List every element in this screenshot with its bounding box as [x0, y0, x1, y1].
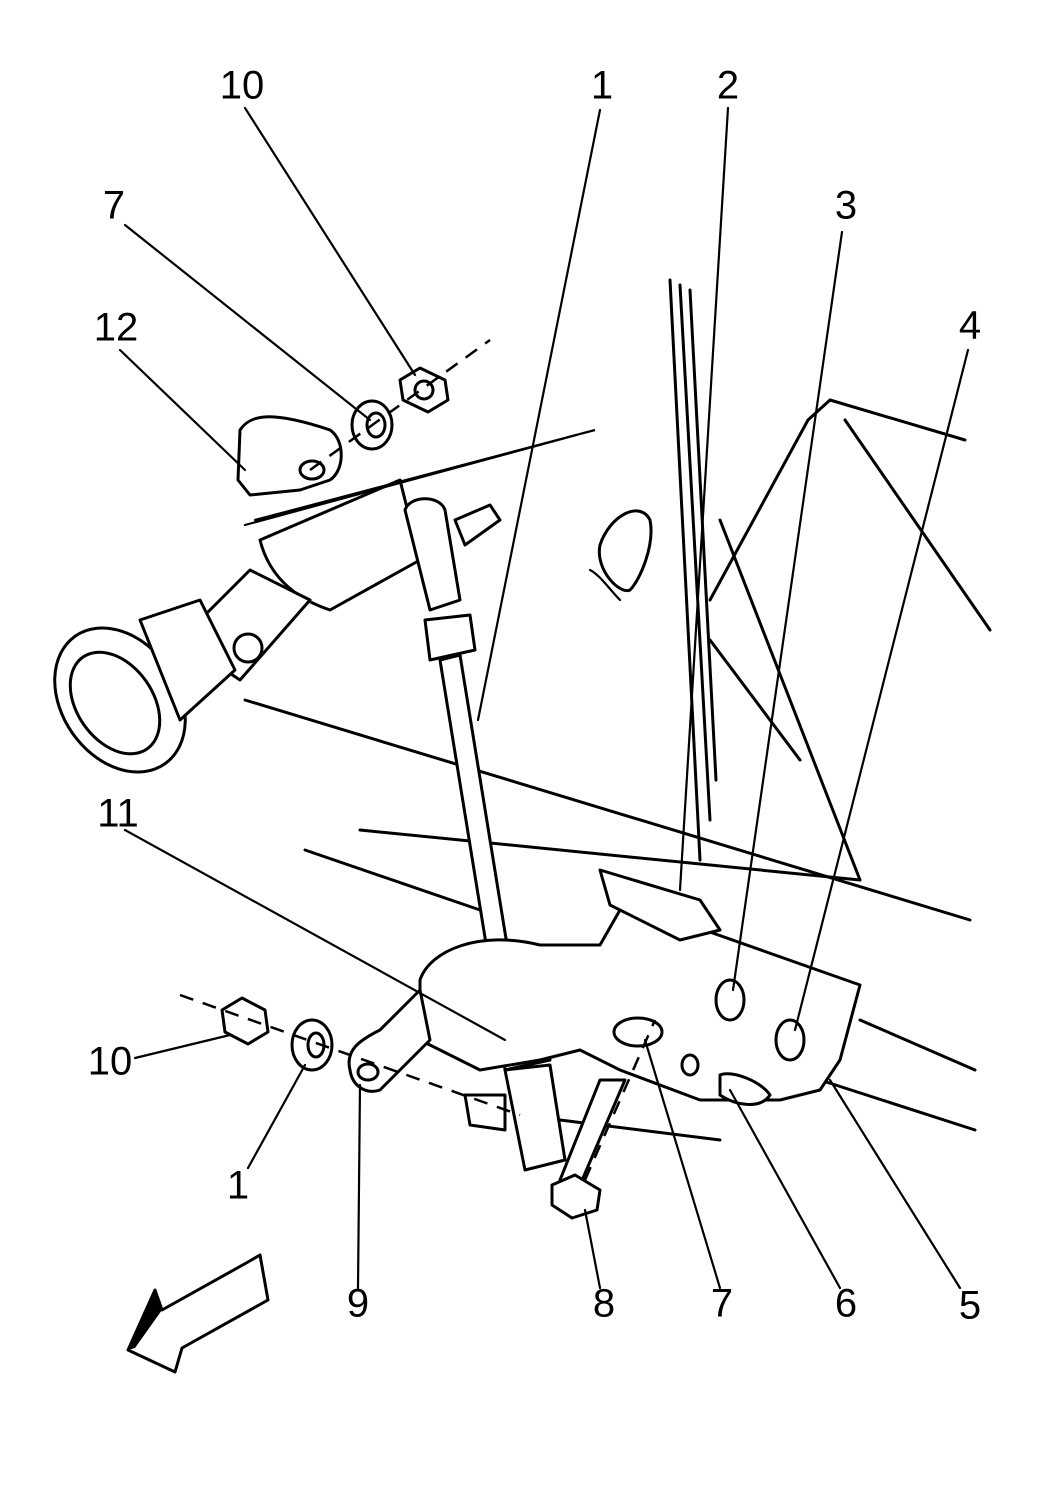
callout-1-bottom: 1: [227, 1164, 249, 1208]
callout-8: 8: [593, 1282, 615, 1326]
callout-3: 3: [835, 184, 857, 228]
callout-labels: 1 2 3 4 5 6 7 8 9 1 10 11 12 7 10: [88, 64, 981, 1328]
leader-lines: [118, 106, 970, 1290]
callout-12: 12: [94, 306, 139, 350]
callout-4: 4: [959, 304, 981, 348]
hardware: [179, 338, 657, 1220]
lower-bracket: [347, 868, 862, 1106]
steering-gear-assembly: [53, 415, 596, 774]
callout-1-top: 1: [591, 64, 613, 108]
callout-7-bottom: 7: [711, 1282, 733, 1326]
callout-5: 5: [959, 1284, 981, 1328]
callout-6: 6: [835, 1282, 857, 1326]
callout-9: 9: [347, 1282, 369, 1326]
front-direction-arrow-icon: [126, 1253, 270, 1374]
callout-10-bottom: 10: [88, 1040, 133, 1084]
stabilizer-link-rod: [403, 497, 567, 1172]
callout-7-top: 7: [103, 184, 125, 228]
callout-2: 2: [717, 64, 739, 108]
callout-11: 11: [97, 792, 139, 836]
body-panel-lines: [243, 278, 992, 1142]
callout-10-top: 10: [220, 64, 265, 108]
